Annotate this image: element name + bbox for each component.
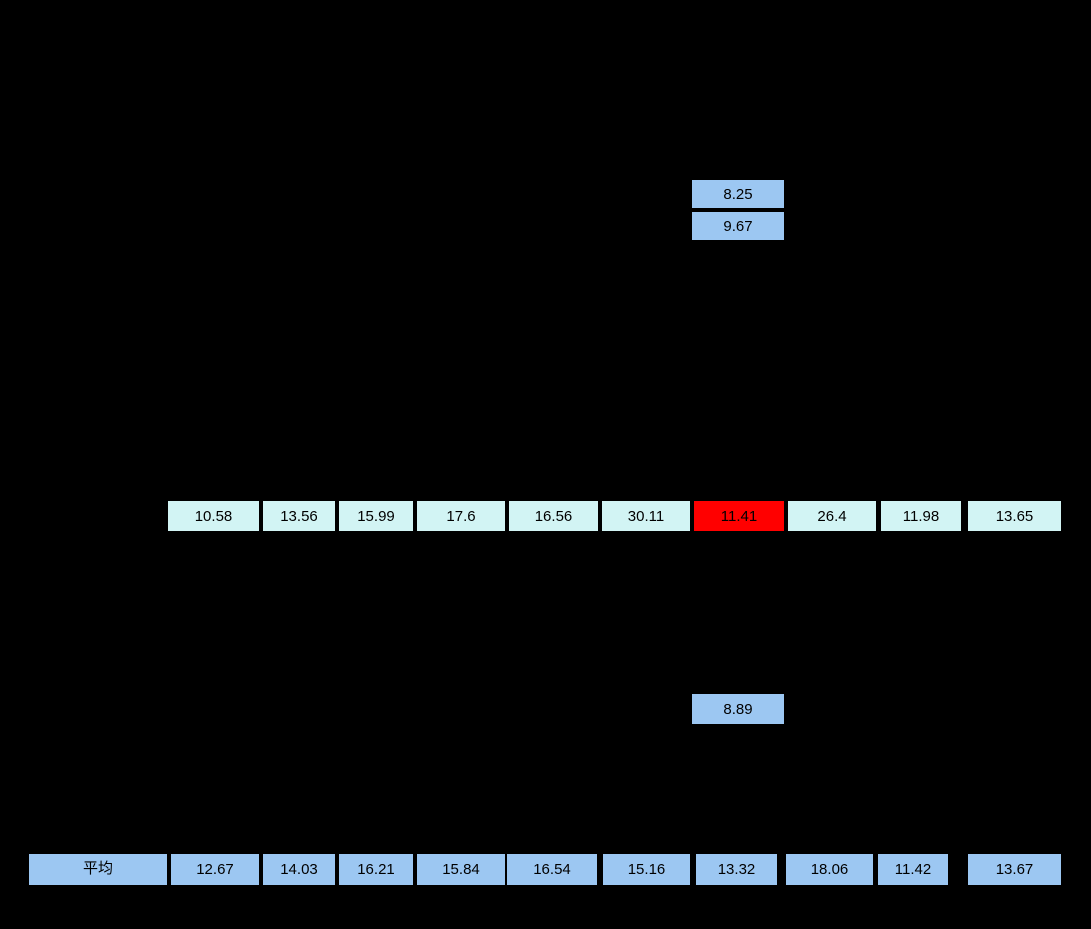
pe-cell-4: 17.6 <box>417 501 505 531</box>
avg-cell-9: 11.42 <box>878 854 948 885</box>
table-cell-8-89: 8.89 <box>692 694 784 724</box>
table-cell-9-67: 9.67 <box>692 212 784 240</box>
avg-cell-4: 15.84 <box>417 854 505 885</box>
avg-cell-8: 18.06 <box>786 854 873 885</box>
table-cell-8-25: 8.25 <box>692 180 784 208</box>
avg-cell-2: 14.03 <box>263 854 335 885</box>
avg-cell-10: 13.67 <box>968 854 1061 885</box>
pe-cell-10: 13.65 <box>968 501 1061 531</box>
pe-cell-7-highlighted: 11.41 <box>694 501 784 531</box>
avg-cell-1: 12.67 <box>171 854 259 885</box>
pe-cell-3: 15.99 <box>339 501 413 531</box>
pe-cell-6: 30.11 <box>602 501 690 531</box>
average-row-label: 平均 <box>29 854 167 885</box>
pe-cell-9: 11.98 <box>881 501 961 531</box>
pe-cell-5: 16.56 <box>509 501 598 531</box>
avg-cell-3: 16.21 <box>339 854 413 885</box>
pe-cell-1: 10.58 <box>168 501 259 531</box>
pe-cell-8: 26.4 <box>788 501 876 531</box>
avg-cell-7: 13.32 <box>696 854 777 885</box>
avg-cell-5: 16.54 <box>507 854 597 885</box>
avg-cell-6: 15.16 <box>603 854 690 885</box>
pe-cell-2: 13.56 <box>263 501 335 531</box>
